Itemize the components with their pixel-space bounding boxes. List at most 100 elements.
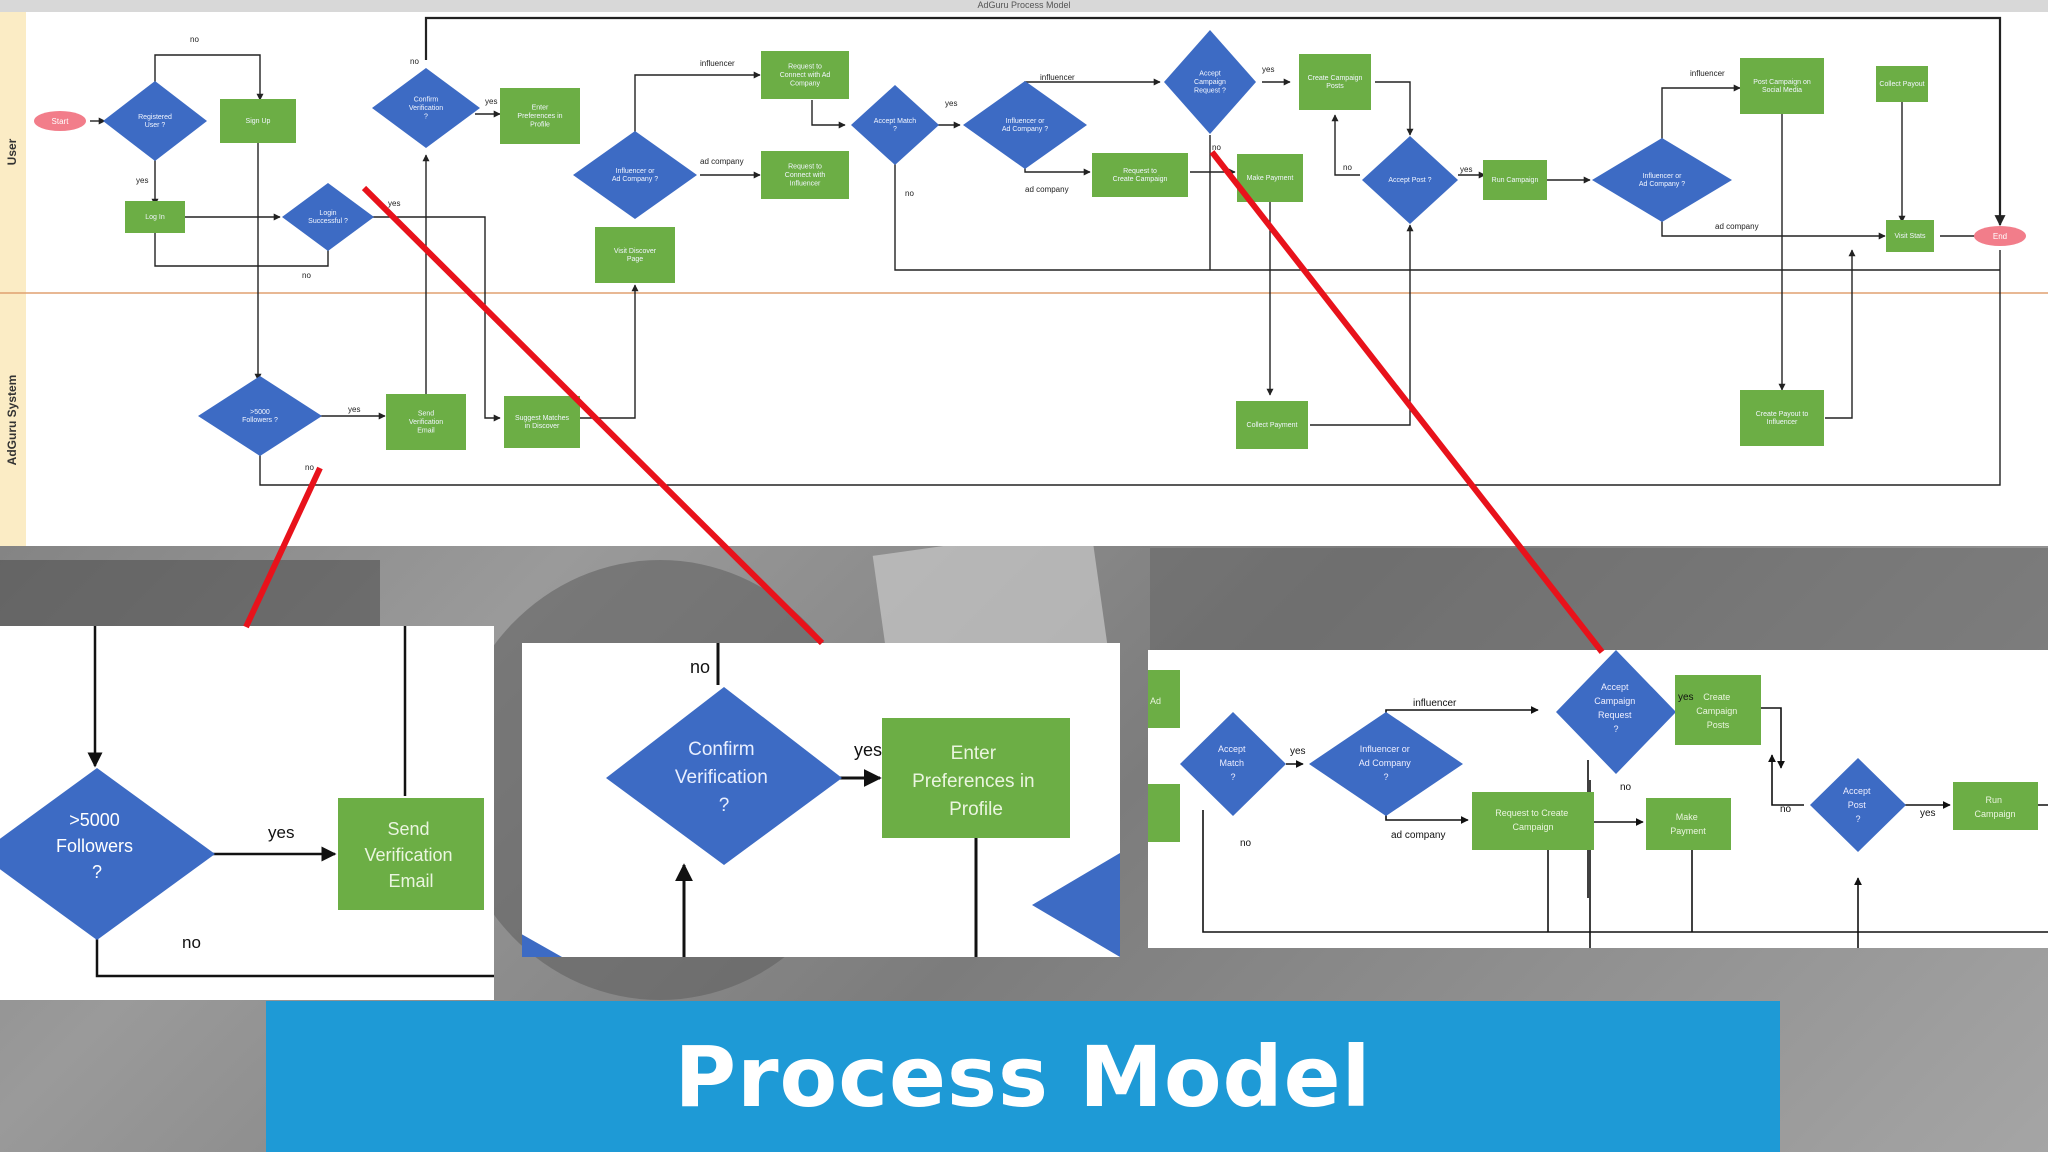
- node-label-create-posts: Create Campaign: [1308, 75, 1363, 82]
- svg-text:no: no: [410, 57, 419, 66]
- inf-ad-line-2: Ad Company: [1359, 758, 1412, 768]
- decision-accept-post: [1810, 758, 1906, 852]
- node-signup: [220, 99, 296, 143]
- node-label-req-inf: Influencer: [790, 180, 821, 187]
- node-label-confirm-top: ?: [424, 113, 428, 120]
- zoom-inset-confirm: Confirm Verification ? Enter Preferences…: [522, 643, 1120, 957]
- svg-text:Accept Campaign Re: Accept Campaign Request ?: [1594, 682, 1638, 734]
- node-label-accept-post: Accept Post ?: [1388, 177, 1431, 184]
- process-make-payment: [1646, 798, 1731, 850]
- node-label-accept-campaign: Accept: [1199, 71, 1220, 78]
- accept-campaign-line-1: Accept: [1601, 682, 1629, 692]
- svg-text:Enter Preferences in: Enter Preferences in Profile: [912, 743, 1040, 820]
- node-req-campaign: [1092, 153, 1188, 197]
- node-label-suggest: in Discover: [525, 423, 560, 430]
- node-followers-top: [198, 376, 322, 456]
- create-posts-line-1: Create: [1703, 692, 1730, 702]
- accept-match-line-2: Match: [1219, 758, 1244, 768]
- node-label-make-payment: Make Payment: [1247, 175, 1294, 182]
- node-label-prefs-top: Preferences in: [517, 113, 562, 120]
- node-label-inf-or-ad-3: Influencer or: [1643, 173, 1683, 180]
- label-no-1: no: [1620, 782, 1632, 793]
- send-email-line-1: Send: [387, 819, 429, 839]
- svg-text:Accept Post ?: Accept Post ?: [1843, 786, 1873, 824]
- node-inf-or-ad-1: [573, 131, 697, 219]
- node-label-prefs-top: Profile: [530, 121, 550, 128]
- make-payment-line-1: Make: [1676, 812, 1698, 822]
- process-stub-bottom: [1148, 784, 1180, 842]
- node-label-registered: Registered: [138, 114, 172, 121]
- svg-text:Influencer or Ad Company: Influencer or Ad Company ?: [1359, 744, 1414, 782]
- node-label-visit-stats: Visit Stats: [1895, 233, 1926, 240]
- decision-accept-campaign: [1556, 650, 1676, 774]
- confirm-line-2: Verification: [675, 767, 768, 788]
- node-label-accept-match: ?: [893, 126, 897, 133]
- process-create-posts: [1675, 675, 1761, 745]
- accept-post-line-3: ?: [1855, 814, 1860, 824]
- inf-ad-line-1: Influencer or: [1360, 744, 1410, 754]
- node-label-send-email-top: Verification: [409, 419, 443, 426]
- followers-line-3: ?: [92, 862, 102, 882]
- process-stub-top: [1148, 670, 1180, 728]
- process-diagram-panel: AdGuru Process Model User AdGuru System: [0, 0, 2048, 546]
- title-banner: Process Model: [266, 1001, 1780, 1152]
- svg-text:influencer: influencer: [700, 59, 735, 68]
- node-label-inf-or-ad-2: Influencer or: [1006, 118, 1046, 125]
- node-label-send-email-top: Send: [418, 411, 434, 418]
- page-title: Process Model: [674, 1027, 1372, 1126]
- node-label-req-ad: Request to: [788, 64, 822, 71]
- accept-post-line-2: Post: [1848, 800, 1867, 810]
- node-label-login-ok: Successful ?: [308, 218, 348, 225]
- svg-text:Send Verification: Send Verification Email: [364, 819, 457, 891]
- svg-text:influencer: influencer: [1040, 73, 1075, 82]
- start-label: Start: [52, 117, 70, 126]
- decision-followers: [0, 768, 215, 940]
- send-email-line-2: Verification: [364, 845, 452, 865]
- process-send-verification-email: [338, 798, 484, 910]
- node-collect-payout: [1876, 66, 1928, 102]
- node-label-suggest: Suggest Matches: [515, 415, 570, 422]
- node-accept-match: [851, 85, 939, 165]
- svg-text:no: no: [905, 189, 914, 198]
- confirm-line-3: ?: [719, 795, 730, 816]
- lane-label-system: AdGuru System: [5, 375, 19, 466]
- end-terminal: [1974, 226, 2026, 246]
- node-label-create-payout: Influencer: [1767, 419, 1798, 426]
- svg-text:no: no: [305, 463, 314, 472]
- label-no: no: [690, 657, 710, 677]
- node-label-login: Log In: [145, 214, 165, 221]
- svg-text:yes: yes: [945, 99, 957, 108]
- svg-text:no: no: [1343, 163, 1352, 172]
- label-no: no: [182, 933, 201, 952]
- run-campaign-line-1: Run: [1985, 795, 2002, 805]
- svg-text:ad company: ad company: [1715, 222, 1759, 231]
- node-label-inf-or-ad-2: Ad Company ?: [1002, 126, 1048, 133]
- svg-text:no: no: [302, 271, 311, 280]
- node-inf-or-ad-2: [963, 81, 1087, 169]
- send-email-line-3: Email: [388, 871, 433, 891]
- node-prefs-top: [500, 88, 580, 144]
- svg-text:influencer: influencer: [1690, 69, 1725, 78]
- prefs-line-2: Preferences in: [912, 771, 1035, 792]
- node-label-confirm-top: Verification: [409, 105, 443, 112]
- followers-line-1: >5000: [69, 810, 120, 830]
- accept-campaign-line-3: Request: [1598, 710, 1632, 720]
- node-label-create-posts: Posts: [1326, 83, 1344, 90]
- node-label-visit-disc: Page: [627, 256, 643, 263]
- lane-header-band: [0, 12, 26, 546]
- create-posts-line-3: Posts: [1707, 720, 1730, 730]
- followers-line-2: Followers: [56, 836, 133, 856]
- node-label-req-inf: Connect with: [785, 172, 826, 179]
- node-accept-campaign: [1164, 30, 1256, 134]
- stub-top-text: Ad: [1150, 696, 1161, 706]
- label-yes: yes: [854, 740, 882, 760]
- label-yes-3: yes: [1920, 808, 1936, 819]
- decision-partial-right: [1032, 853, 1120, 957]
- node-label-req-ad: Connect with Ad: [780, 72, 831, 79]
- run-campaign-line-2: Campaign: [1974, 809, 2015, 819]
- label-no-3: no: [1240, 838, 1252, 849]
- node-post-social: [1740, 58, 1824, 114]
- node-suggest: [504, 396, 580, 448]
- svg-text:yes: yes: [1460, 165, 1472, 174]
- node-label-req-inf: Request to: [788, 164, 822, 171]
